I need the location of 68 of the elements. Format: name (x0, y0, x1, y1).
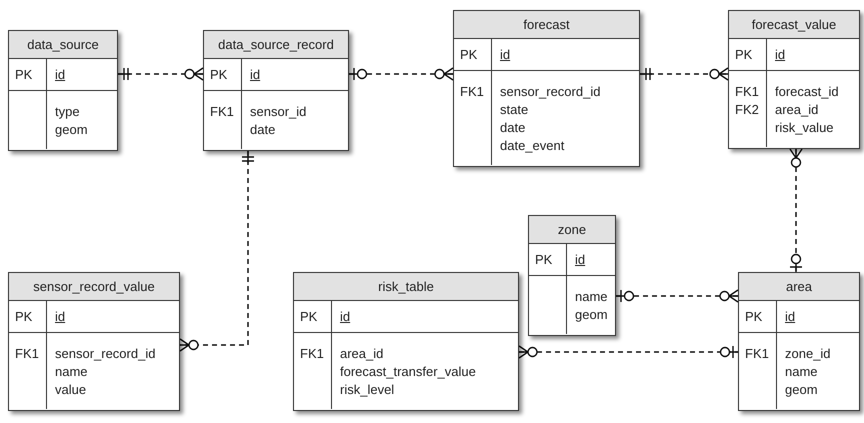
column-name: forecast_id (775, 84, 839, 99)
entity-table (293, 272, 519, 411)
table-name: forecast (454, 11, 639, 39)
key-label: FK1 (300, 346, 324, 361)
entity-table (203, 30, 349, 151)
key-label: PK (745, 309, 762, 325)
column-name: risk_value (775, 120, 834, 135)
relationship-line (348, 67, 454, 81)
key-label: FK1 (460, 84, 484, 99)
column-name: name (785, 364, 818, 379)
key-label: FK1 (735, 84, 759, 99)
key-label: FK1 (210, 104, 234, 119)
column-name: id (250, 67, 260, 83)
column-name: type (55, 104, 80, 119)
column-name: geom (785, 382, 818, 397)
column-name: area_id (340, 346, 384, 361)
relationship-line (639, 67, 729, 81)
column-name: sensor_record_id (55, 346, 156, 361)
column-name: forecast_transfer_value (340, 364, 476, 379)
column-name: id (340, 309, 350, 325)
table-name: data_source_record (204, 31, 348, 59)
column-name: date_event (500, 138, 564, 153)
key-label: PK (460, 47, 478, 63)
column-name: id (785, 309, 796, 325)
relationship-line (789, 148, 803, 273)
column-name: state (500, 102, 528, 117)
key-label: PK (210, 67, 228, 83)
entity-table (528, 215, 616, 336)
key-label: PK (735, 47, 752, 63)
column-name: zone_id (785, 346, 831, 361)
entity-table (8, 30, 118, 151)
column-name: area_id (775, 102, 818, 117)
column-name: id (575, 252, 586, 268)
relationship-line (518, 345, 739, 359)
key-label: PK (15, 309, 32, 325)
relationship-line (179, 150, 255, 352)
column-name: date (500, 120, 526, 135)
column-name: sensor_id (250, 104, 306, 119)
key-label: FK1 (15, 346, 39, 361)
column-name: geom (55, 122, 88, 137)
column-name: id (500, 47, 510, 63)
column-name: geom (575, 307, 608, 322)
key-label: PK (535, 252, 552, 268)
column-name: id (55, 67, 66, 83)
table-name: forecast_value (729, 11, 859, 39)
table-name: data_source (9, 31, 117, 59)
column-name: date (250, 122, 276, 137)
column-name: risk_level (340, 382, 394, 397)
column-name: name (55, 364, 88, 379)
key-label: FK2 (735, 102, 759, 117)
column-name: sensor_record_id (500, 84, 600, 99)
table-name: area (739, 273, 859, 301)
key-label: PK (300, 309, 318, 325)
entity-table (738, 272, 860, 411)
entity-table (728, 10, 860, 149)
column-name: name (575, 289, 608, 304)
table-name: zone (529, 216, 615, 244)
relationship-line (615, 289, 739, 303)
key-label: PK (15, 67, 32, 83)
key-label: FK1 (745, 346, 769, 361)
table-name: risk_table (294, 273, 518, 301)
entity-table (8, 272, 180, 411)
column-name: id (55, 309, 66, 325)
table-name: sensor_record_value (9, 273, 179, 301)
column-name: value (55, 382, 86, 397)
relationship-line (117, 67, 204, 81)
column-name: id (775, 47, 786, 63)
entity-table (453, 10, 640, 167)
